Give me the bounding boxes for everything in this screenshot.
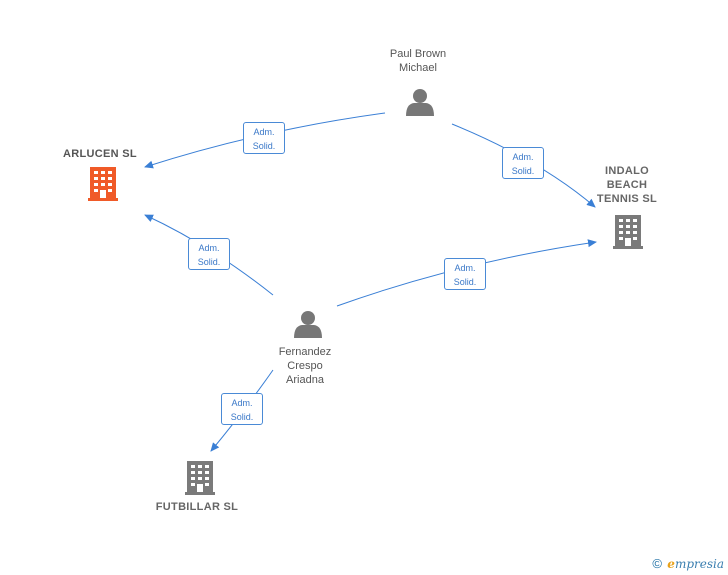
company-label-line: BEACH <box>606 179 648 191</box>
person-label-line: Crespo <box>287 360 323 372</box>
person-label-line: Paul Brown <box>389 48 447 60</box>
company-label-line: INDALO <box>605 165 649 177</box>
person-label-paul-brown[interactable]: Paul Brown Michael <box>370 47 466 75</box>
role-badge-line: Solid. <box>511 166 535 176</box>
role-badge-line: Adm. <box>253 127 275 137</box>
role-badge-line: Adm. <box>512 152 534 162</box>
person-label-line: Fernandez <box>278 346 332 358</box>
company-label-futbillar[interactable]: FUTBILLAR SL <box>155 501 239 513</box>
brand-logo-e: e <box>667 557 675 571</box>
role-badge-line: Adm. <box>231 398 253 408</box>
person-label-line: Ariadna <box>286 374 324 386</box>
person-icon[interactable] <box>406 89 434 116</box>
brand-footer: © empresia <box>652 556 724 571</box>
brand-logo-text: mpresia <box>674 557 724 571</box>
brand-logo[interactable]: empresia <box>667 557 724 571</box>
role-badge[interactable]: Adm. Solid. <box>221 393 263 425</box>
building-icon[interactable] <box>88 167 118 201</box>
copyright-symbol: © <box>652 556 662 571</box>
role-badge[interactable]: Adm. Solid. <box>502 147 544 179</box>
person-icon[interactable] <box>294 311 322 338</box>
role-badge-line: Solid. <box>252 141 276 151</box>
company-label-line: TENNIS SL <box>596 193 658 205</box>
role-badge-line: Adm. <box>198 243 220 253</box>
role-badge-line: Solid. <box>453 277 477 287</box>
role-badge[interactable]: Adm. Solid. <box>243 122 285 154</box>
company-label-indalo[interactable]: INDALO BEACH TENNIS SL <box>588 164 666 206</box>
building-icon[interactable] <box>613 215 643 249</box>
role-badge-line: Solid. <box>197 257 221 267</box>
role-badge[interactable]: Adm. Solid. <box>188 238 230 270</box>
company-label-arlucen[interactable]: ARLUCEN SL <box>63 148 137 160</box>
role-badge[interactable]: Adm. Solid. <box>444 258 486 290</box>
person-label-line: Michael <box>399 62 437 74</box>
role-badge-line: Solid. <box>230 412 254 422</box>
role-badge-line: Adm. <box>454 263 476 273</box>
building-icon[interactable] <box>185 461 215 495</box>
person-label-fernandez[interactable]: Fernandez Crespo Ariadna <box>262 345 348 387</box>
